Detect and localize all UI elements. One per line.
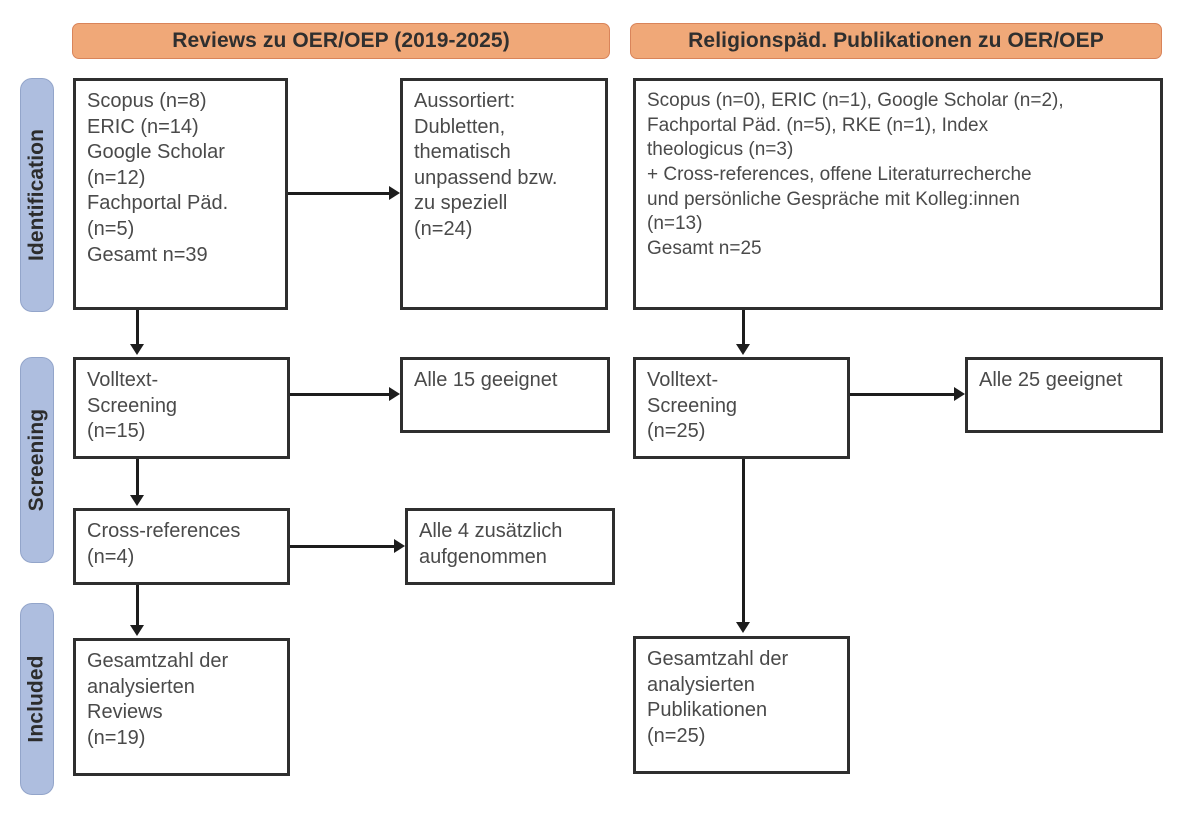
arrowhead-right-screening-to-included [736, 622, 750, 633]
arrowhead-left-crossrefs-to-result [394, 539, 405, 553]
stage-tab-included: Included [20, 603, 54, 795]
connector-left-identification-to-excluded [288, 192, 391, 195]
box-left-crossrefs-result: Alle 4 zusätzlich aufgenommen [405, 508, 615, 585]
stage-tab-identification: Identification [20, 78, 54, 312]
connector-right-screening-to-result [850, 393, 956, 396]
box-right-identification: Scopus (n=0), ERIC (n=1), Google Scholar… [633, 78, 1163, 310]
arrowhead-left-crossrefs-to-included [130, 625, 144, 636]
stage-label-included: Included [25, 655, 49, 743]
arrowhead-right-identification-to-screening [736, 344, 750, 355]
arrowhead-left-identification-to-excluded [389, 186, 400, 200]
box-left-identification: Scopus (n=8) ERIC (n=14) Google Scholar … [73, 78, 288, 310]
connector-left-identification-to-screening [136, 310, 139, 346]
arrowhead-right-screening-to-result [954, 387, 965, 401]
stage-label-screening: Screening [25, 408, 48, 512]
box-right-screening: Volltext- Screening (n=25) [633, 357, 850, 459]
box-left-screening: Volltext- Screening (n=15) [73, 357, 290, 459]
column-header-reviews: Reviews zu OER/OEP (2019-2025) [72, 23, 610, 59]
box-left-screening-result: Alle 15 geeignet [400, 357, 610, 433]
stage-tab-screening: Screening [20, 357, 54, 563]
connector-left-screening-to-result [290, 393, 391, 396]
box-left-excluded: Aussortiert: Dubletten, thematisch unpas… [400, 78, 608, 310]
box-left-included: Gesamtzahl der analysierten Reviews (n=1… [73, 638, 290, 776]
connector-left-crossrefs-to-included [136, 585, 139, 627]
connector-left-screening-to-crossrefs [136, 459, 139, 497]
arrowhead-left-screening-to-result [389, 387, 400, 401]
arrowhead-left-screening-to-crossrefs [130, 495, 144, 506]
connector-right-screening-to-included [742, 459, 745, 624]
stage-label-identification: Identification [25, 128, 49, 262]
box-right-included: Gesamtzahl der analysierten Publikatione… [633, 636, 850, 774]
box-left-crossrefs: Cross-references (n=4) [73, 508, 290, 585]
arrowhead-left-identification-to-screening [130, 344, 144, 355]
box-right-screening-result: Alle 25 geeignet [965, 357, 1163, 433]
connector-left-crossrefs-to-result [290, 545, 396, 548]
column-header-religionspaed: Religionspäd. Publikationen zu OER/OEP [630, 23, 1162, 59]
connector-right-identification-to-screening [742, 310, 745, 346]
